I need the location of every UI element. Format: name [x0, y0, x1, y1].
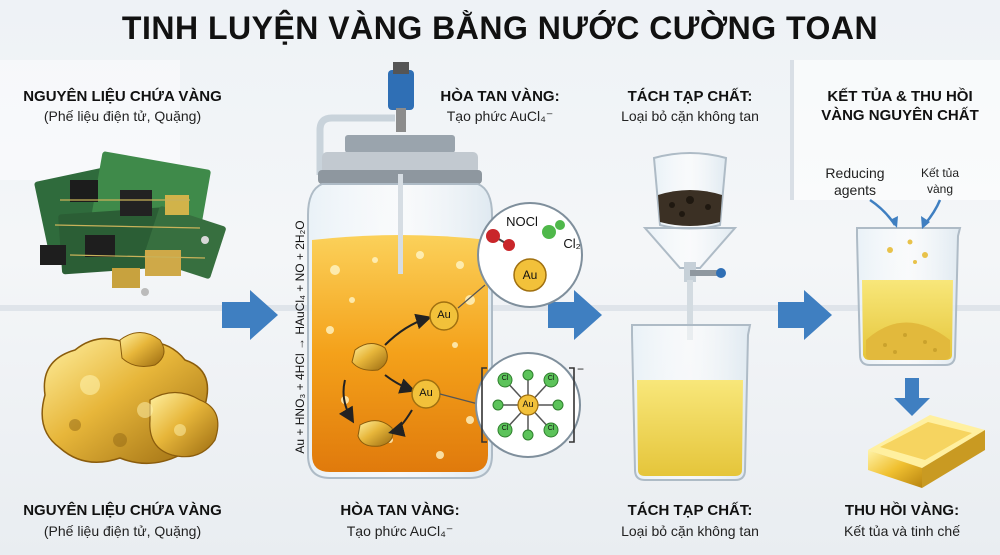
dissolve-top-heading: HÒA TAN VÀNG:: [440, 88, 560, 105]
cl-label: Cl: [547, 375, 555, 382]
filter-top-subtitle: Loại bỏ cặn không tan: [621, 108, 759, 124]
reaction-jar: [307, 62, 493, 479]
flow-arrow-1: [222, 290, 278, 340]
gold-ore-nuggets: [41, 332, 219, 464]
background-shelf: [0, 305, 1000, 311]
source-top-heading: NGUYÊN LIỆU CHỨA VÀNG: [23, 88, 222, 105]
source-top-subtitle: (Phế liệu điện tử, Quặng): [43, 108, 202, 124]
electronic-scrap-pile: [34, 151, 226, 296]
source-bottom-heading: NGUYÊN LIỆU CHỨA VÀNG: [23, 502, 222, 519]
gold-atom-icon: [429, 301, 459, 331]
filter-bottom-subtitle: Loại bỏ cặn không tan: [621, 523, 759, 539]
flow-arrow-2: [548, 290, 602, 340]
reducing-agents-label-1: Reducing: [825, 165, 885, 181]
reaction-equation: Au + HNO₃ + 4HCl → HAuCl₄ + NO + 2H₂O: [293, 220, 307, 454]
flow-arrow-3: [778, 290, 832, 340]
source-bottom-subtitle: (Phế liệu điện tử, Quặng): [43, 523, 202, 539]
precipitate-bottom-heading: THU HỒI VÀNG:: [844, 502, 960, 519]
precipitate-top-heading-2: VÀNG NGUYÊN CHẤT: [821, 107, 979, 124]
filter-top-heading: TÁCH TẠP CHẤT:: [627, 88, 753, 105]
precipitate-bottom-subtitle: Kết tủa và tinh chế: [844, 523, 960, 539]
dissolve-bottom-subtitle: Tạo phức AuCl₄⁻: [346, 523, 454, 539]
flow-arrow-down: [894, 378, 930, 416]
cl2-label: Cl₂: [563, 236, 581, 251]
cl-label: Cl: [547, 425, 555, 432]
dissolve-bottom-heading: HÒA TAN VÀNG:: [340, 502, 460, 519]
precipitate-label-2: vàng: [926, 182, 954, 196]
au-label-complex: Au: [522, 399, 534, 409]
gold-bar: [868, 415, 985, 488]
au-label-1: Au: [437, 309, 451, 321]
cl-label: Cl: [501, 425, 509, 432]
reducing-agents-label-2: agents: [833, 182, 877, 198]
valve-icon: [388, 70, 414, 110]
page-title: TINH LUYỆN VÀNG BẰNG NƯỚC CƯỜNG TOAN: [121, 10, 879, 46]
precipitate-top-heading-1: KẾT TỦA & THU HỒI: [827, 88, 973, 105]
au-label-zoom: Au: [522, 268, 538, 282]
gold-atom-icon: [513, 258, 547, 292]
dissolve-top-subtitle: Tạo phức AuCl₄⁻: [446, 108, 554, 124]
filter-bottom-heading: TÁCH TẠP CHẤT:: [627, 502, 753, 519]
cl-label: Cl: [501, 375, 509, 382]
svg-text:−: −: [577, 362, 584, 376]
background-window: [790, 60, 1000, 200]
filtration-setup: [631, 152, 752, 481]
nocl-label: NOCl: [506, 214, 538, 229]
au-label-2: Au: [419, 387, 433, 399]
precipitate-label-1: Kết tủa: [920, 166, 960, 180]
precipitation-beaker: [856, 198, 962, 366]
gold-atom-icon: [517, 394, 539, 416]
nocl-reaction-zoom: [477, 202, 583, 308]
aucl4-complex-zoom: −: [475, 352, 584, 458]
